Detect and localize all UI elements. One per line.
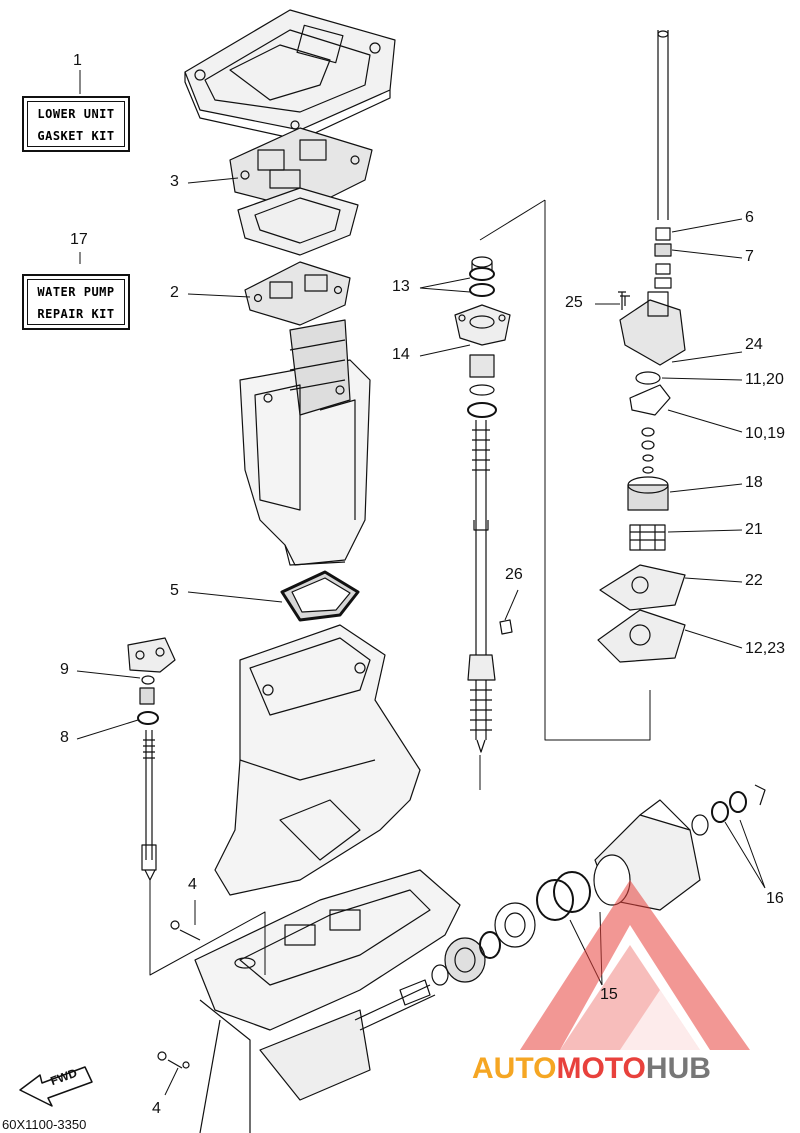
callout-12-23: 12,23: [745, 640, 786, 657]
callout-7: 7: [745, 248, 754, 265]
shift-rod-assembly: [127, 637, 176, 881]
automotohub-watermark: AUTOMOTOHUB: [472, 1052, 711, 1086]
callout-26: 26: [505, 566, 523, 583]
forward-arrow-icon: [19, 1066, 93, 1107]
gasket-2: [244, 261, 351, 326]
upper-casing: [239, 319, 371, 566]
exhaust-housing: [214, 624, 421, 896]
callout-10-19: 10,19: [745, 425, 786, 442]
kit-line-1: WATER PUMP: [37, 285, 115, 299]
callout-18: 18: [745, 474, 763, 491]
callout-21: 21: [745, 521, 763, 538]
callout-4-upper: 4: [188, 876, 197, 893]
callout-17: 17: [70, 231, 88, 248]
watermark-auto: AUTO: [472, 1052, 557, 1085]
key-and-bolt: [499, 291, 626, 635]
gasket-3: [229, 127, 373, 211]
kit-line-1: LOWER UNIT: [37, 107, 115, 121]
gear-train: [431, 784, 766, 986]
watermark-moto: MOTO: [556, 1052, 646, 1085]
callout-22: 22: [745, 572, 763, 589]
gasket-5: [280, 570, 360, 622]
water-pump-repair-kit-box: WATER PUMP REPAIR KIT: [22, 274, 130, 330]
diagram-part-code: 60X1100-3350: [2, 1117, 87, 1132]
callout-2: 2: [170, 284, 179, 301]
callout-4-lower: 4: [152, 1100, 161, 1117]
callout-14: 14: [392, 346, 410, 363]
lower-case: [194, 869, 461, 1133]
callout-13: 13: [392, 278, 410, 295]
callout-1: 1: [73, 52, 82, 69]
leader-lines: [76, 70, 766, 1096]
kit-line-2: REPAIR KIT: [37, 307, 115, 321]
callout-3: 3: [170, 173, 179, 190]
exhaust-guide-plate: [184, 9, 396, 141]
kit-line-2: GASKET KIT: [37, 129, 115, 143]
watermark-hub: HUB: [645, 1052, 711, 1085]
water-pump-assembly: [597, 30, 686, 663]
lower-unit-gasket-kit-box: LOWER UNIT GASKET KIT: [22, 96, 130, 152]
callout-5: 5: [170, 582, 179, 599]
callout-16: 16: [766, 890, 784, 907]
bolts: [157, 920, 201, 1069]
driveshaft-bearing-housing: [454, 256, 511, 418]
callout-15: 15: [600, 986, 618, 1003]
callout-6: 6: [745, 209, 754, 226]
callout-9: 9: [60, 661, 69, 678]
automotohub-logo-icon: [520, 880, 750, 1050]
drive-shaft: [467, 420, 496, 753]
spacer-plate: [237, 187, 359, 256]
callout-24: 24: [745, 336, 763, 353]
callout-25: 25: [565, 294, 583, 311]
callout-8: 8: [60, 729, 69, 746]
callout-11-20: 11,20: [745, 371, 784, 388]
